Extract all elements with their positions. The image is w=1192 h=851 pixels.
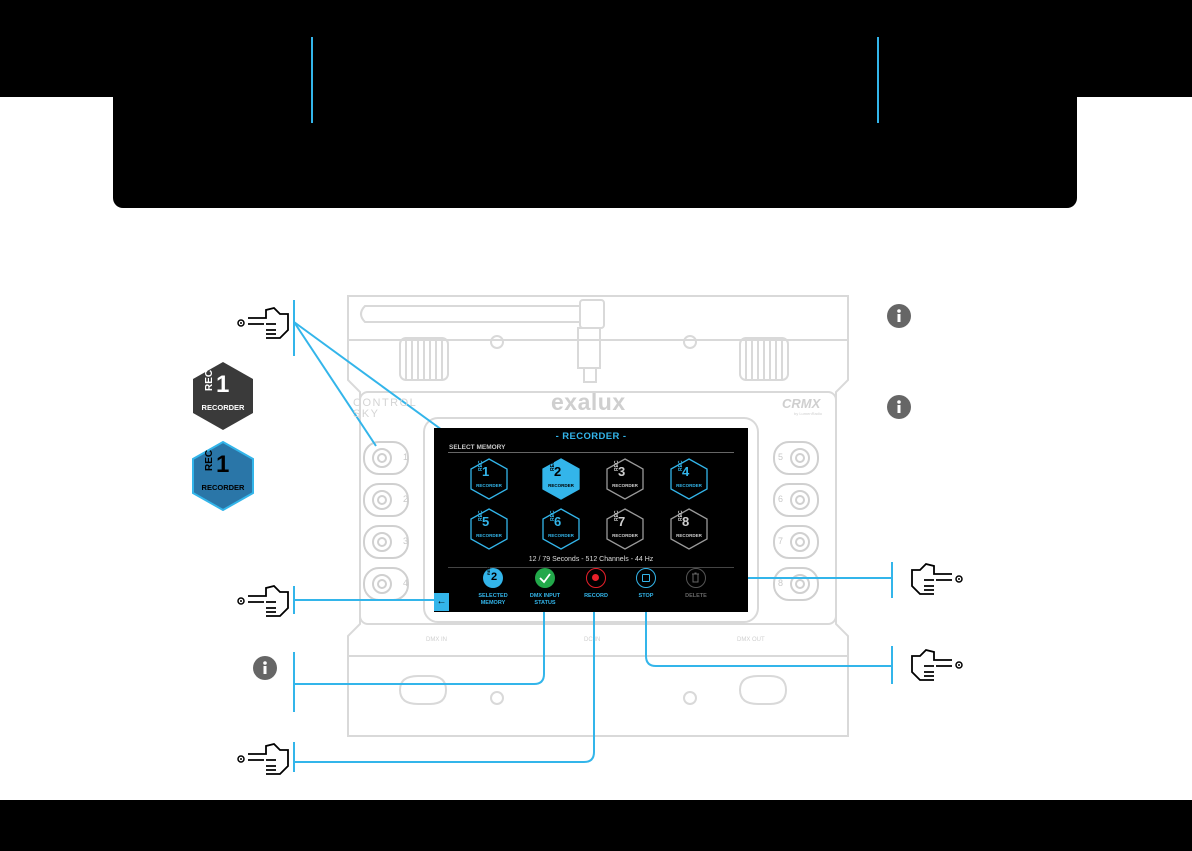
port-dmx-in: DMX IN	[426, 637, 447, 643]
delete-label: DELETE	[685, 593, 707, 599]
record-label: RECORD	[584, 593, 608, 599]
memory-slot-label: RECORDER	[612, 483, 638, 488]
info-icon	[887, 304, 911, 328]
memory-slot-number: 1	[482, 464, 490, 479]
control-sky-logo: CONTROL SKY	[353, 397, 418, 420]
selected-memory-icon: REC 2	[483, 567, 503, 588]
side-button-4[interactable]	[370, 572, 394, 596]
side-button-4-label: 4	[403, 578, 409, 588]
stop-icon	[636, 568, 656, 588]
memory-slot-label: RECORDER	[548, 533, 574, 538]
pointing-hand-icon	[911, 649, 963, 681]
screen-title: - RECORDER -	[555, 431, 627, 442]
stop-label: STOP	[638, 593, 654, 599]
check-icon	[535, 568, 555, 588]
record-icon	[586, 568, 606, 588]
recording-info: 12 / 79 Seconds - 512 Channels - 44 Hz	[528, 556, 654, 563]
side-button-2[interactable]	[370, 488, 394, 512]
crmx-logo: CRMX	[782, 396, 821, 411]
memory-slot-label: RECORDER	[476, 533, 502, 538]
memory-slot-label: RECORDER	[676, 533, 702, 538]
port-dmx-out: DMX OUT	[737, 637, 765, 643]
header-panel	[113, 60, 1077, 208]
side-button-5[interactable]	[788, 446, 812, 470]
side-button-5-label: 5	[778, 452, 784, 462]
memory-slot-number: 7	[618, 514, 626, 529]
memory-slot-label: RECORDER	[476, 483, 502, 488]
port-dc-in: DC IN	[584, 637, 601, 643]
header-divider-left	[311, 37, 313, 123]
side-button-8[interactable]	[788, 572, 812, 596]
crmx-sublabel: by LumenRadio	[794, 411, 823, 416]
arrow-left-icon[interactable]: ←	[434, 593, 449, 611]
legend-available-memory: REC 1 RECORDER	[191, 361, 255, 431]
side-button-3[interactable]	[370, 530, 394, 554]
divider	[448, 452, 734, 453]
memory-slot-label: RECORDER	[612, 533, 638, 538]
side-button-6-label: 6	[778, 494, 784, 504]
side-button-7-label: 7	[778, 536, 784, 546]
screen-subtitle: SELECT MEMORY	[449, 444, 506, 451]
pointing-hand-icon	[237, 585, 289, 617]
dmx-input-status-label: DMX INPUT STATUS	[529, 593, 561, 606]
pointing-hand-icon	[911, 563, 963, 595]
footer-banner	[0, 800, 1192, 851]
memory-slot-label: RECORDER	[548, 483, 574, 488]
trash-icon	[686, 568, 706, 588]
info-icon	[887, 395, 911, 419]
side-button-3-label: 3	[403, 536, 409, 546]
memory-slot-label: RECORDER	[676, 483, 702, 488]
side-button-8-label: 8	[778, 578, 784, 588]
pointing-hand-icon	[237, 307, 289, 339]
side-button-1-label: 1	[403, 452, 409, 462]
memory-slot-number: 6	[554, 514, 562, 529]
legend-recorded-memory: REC 1 RECORDER	[191, 440, 255, 512]
info-icon	[253, 656, 277, 680]
header-divider-right	[877, 37, 879, 123]
pointing-hand-icon	[237, 743, 289, 775]
memory-slot-number: 4	[682, 464, 690, 479]
memory-slot-number: 8	[682, 514, 690, 529]
exalux-logo: exalux	[551, 389, 626, 415]
selected-memory-label: SELECTED MEMORY	[478, 593, 508, 606]
memory-slot-number: 5	[482, 514, 490, 529]
memory-slot-number: 3	[618, 464, 626, 479]
side-button-1[interactable]	[370, 446, 394, 470]
side-button-2-label: 2	[403, 494, 409, 504]
side-button-6[interactable]	[788, 488, 812, 512]
divider	[448, 567, 734, 568]
memory-slot-number: 2	[554, 464, 562, 479]
side-button-7[interactable]	[788, 530, 812, 554]
